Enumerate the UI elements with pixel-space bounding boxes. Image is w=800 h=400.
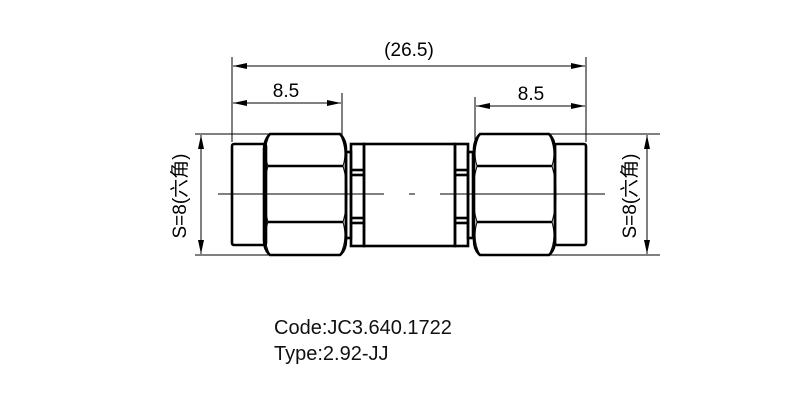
left-hex-dimension: 8.5 [233,81,343,138]
right-hex-size-label: S=8(六角) [619,154,641,239]
right-collar [453,142,475,248]
right-hex-dimension: 8.5 [474,84,585,140]
right-hex-size-dimension: S=8(六角) [548,133,660,256]
left-hex-size-label: S=8(六角) [169,154,191,239]
overall-dimension: (26.5) [231,40,587,142]
right-plug-face [553,142,588,247]
adapter-body [362,142,457,248]
type-label: Type:2.92-JJ [274,343,389,365]
left-hex-length-label: 8.5 [273,81,299,102]
code-label: Code:JC3.640.1722 [274,317,452,339]
left-hex-size-dimension: S=8(六角) [169,133,270,256]
overall-length-label: (26.5) [384,40,434,61]
left-collar [344,142,366,248]
right-hex-length-label: 8.5 [518,84,544,105]
left-plug-face [230,142,268,247]
